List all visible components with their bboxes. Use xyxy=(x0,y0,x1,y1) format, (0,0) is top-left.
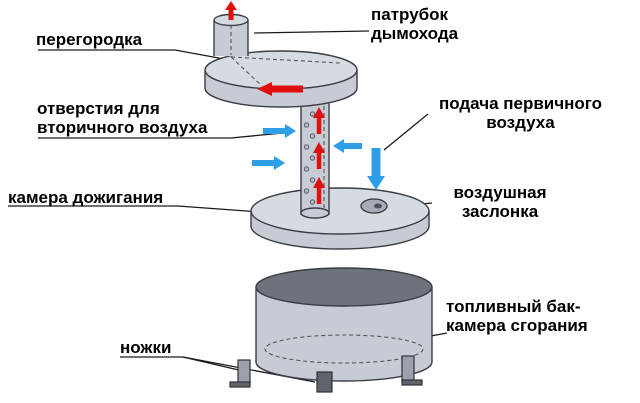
label-legs: ножки xyxy=(120,338,172,357)
label-air-damper: воздушная заслонка xyxy=(453,183,547,221)
red-flow-arrows xyxy=(225,1,325,204)
lower-disc xyxy=(250,187,430,250)
air-damper xyxy=(360,198,388,214)
label-primary-air-supply: подача первичного воздуха xyxy=(438,94,603,132)
lower-disc-top xyxy=(250,187,430,235)
damper-hole xyxy=(374,203,382,209)
label-afterburning-chamber: камера дожигания xyxy=(8,188,164,207)
top-disc xyxy=(204,50,358,108)
label-partition: перегородка xyxy=(36,30,143,49)
arrow-tube-up-2 xyxy=(313,142,325,169)
top-disc-top xyxy=(204,50,358,90)
leg-left xyxy=(237,359,251,385)
arrow-secondary-air-right xyxy=(333,139,362,153)
fuel-tank xyxy=(255,267,433,382)
leg-right xyxy=(401,355,415,383)
arrow-secondary-air-left-1 xyxy=(263,124,296,138)
legs xyxy=(229,355,423,393)
blue-air-arrows xyxy=(252,124,385,190)
arrow-chimney-up xyxy=(225,1,237,20)
leg-middle xyxy=(316,371,333,393)
label-secondary-air-holes: отверстия для вторичного воздуха xyxy=(37,99,208,137)
partition-dashed-line-2 xyxy=(230,56,263,87)
chimney-stub xyxy=(213,13,249,56)
tube-base xyxy=(300,207,330,219)
arrow-disc-left xyxy=(257,82,303,96)
leader-chimney xyxy=(253,30,370,34)
leg-left-foot xyxy=(229,381,251,388)
leader-afterburn xyxy=(8,205,261,213)
leader-legs-1 xyxy=(120,356,244,372)
tank-inner-dashed xyxy=(264,334,424,364)
arrow-primary-air-down xyxy=(367,148,385,190)
arrow-tube-up-3 xyxy=(313,107,325,134)
tank-top xyxy=(255,267,433,307)
leg-right-foot xyxy=(401,379,423,386)
arrow-secondary-air-left-2 xyxy=(252,156,285,170)
arrow-tube-up-1 xyxy=(313,177,325,204)
label-fuel-tank: топливный бак- камера сгорания xyxy=(446,297,588,335)
label-chimney-pipe: патрубок дымохода xyxy=(371,5,459,43)
leader-primary-air xyxy=(383,113,429,151)
